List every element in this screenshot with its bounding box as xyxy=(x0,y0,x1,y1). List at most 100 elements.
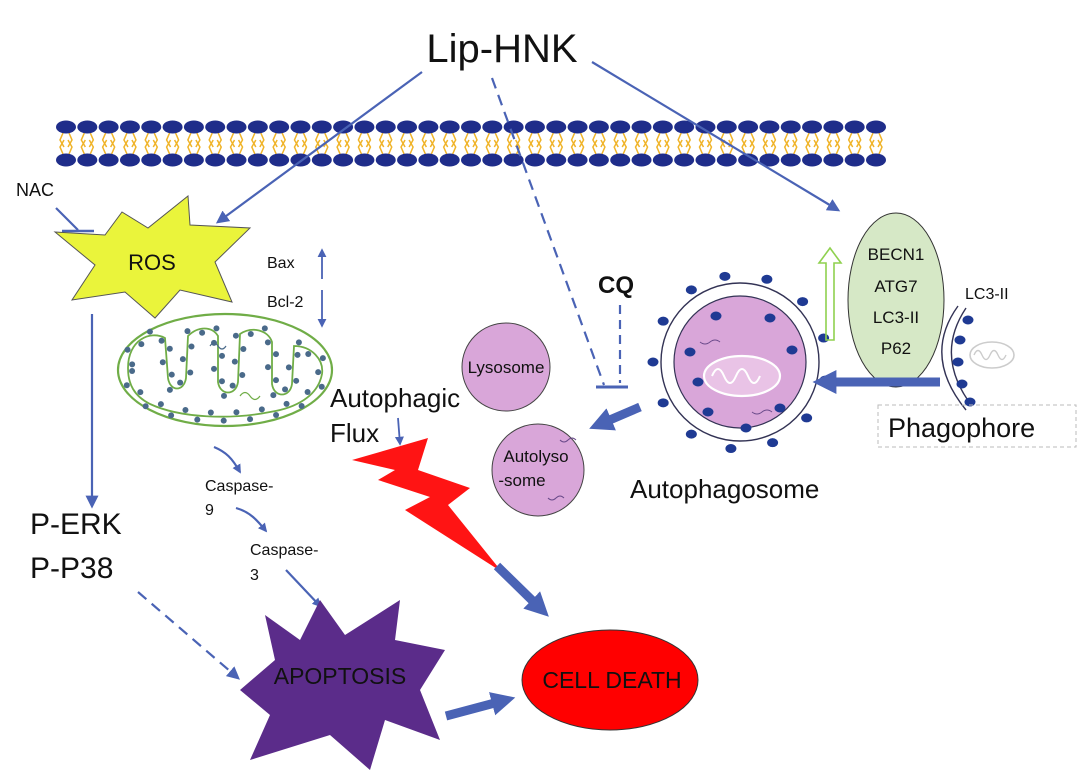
autophagic-flux-down-arrow xyxy=(394,417,404,446)
mitochondrion-dna-squiggle xyxy=(239,391,261,401)
mitochondrion-dot xyxy=(270,392,277,399)
membrane-lipid-tail xyxy=(613,132,628,148)
caspase3-label-line1: Caspase- xyxy=(250,542,318,559)
membrane-lipid-head xyxy=(269,120,290,134)
autophagic-flux-label-line1: Autophagic xyxy=(330,383,460,413)
autophagosome-squiggle xyxy=(699,339,721,345)
membrane-lipid-head xyxy=(567,153,588,167)
membrane-lipid-head xyxy=(77,153,98,167)
arrow-liphnk-to-ros xyxy=(215,71,423,224)
autophagosome-label: Autophagosome xyxy=(630,474,819,504)
lc3-dot xyxy=(692,377,704,387)
membrane-lipid-tail xyxy=(272,132,286,148)
membrane-lipid-head xyxy=(77,120,98,134)
nac-inhibition-line xyxy=(55,207,79,231)
lc3-dot xyxy=(702,407,714,417)
membrane-lipid-tail xyxy=(400,132,414,148)
mitochondrion-dot xyxy=(318,383,325,390)
membrane-lipid-tail xyxy=(187,132,201,148)
membrane-lipid-head xyxy=(567,120,588,134)
mitochondrion-dot xyxy=(158,337,165,344)
caspase3-label-line2: 3 xyxy=(250,567,259,584)
membrane-lipid-head xyxy=(716,153,737,167)
lc3-dot xyxy=(684,347,696,357)
mitochondrion-dot xyxy=(142,403,149,410)
perk-label: P-ERK xyxy=(30,508,122,541)
dashed-inhibition-liphnk-flux xyxy=(490,77,606,386)
mitochondrion-dot xyxy=(199,329,206,336)
autolysosome-label-line1: Autolyso xyxy=(503,447,568,466)
membrane-lipid-tail xyxy=(826,132,841,148)
membrane-lipid-tail xyxy=(634,132,649,148)
membrane-lipid-tail xyxy=(336,139,350,155)
membrane-lipid-head xyxy=(866,153,886,167)
membrane-lipid-tail xyxy=(80,132,95,148)
mitochondrion-dot xyxy=(261,325,268,332)
membrane-lipid-tail xyxy=(229,139,244,155)
membrane-lipid-head xyxy=(482,153,503,167)
membrane-lipid-head xyxy=(716,120,737,134)
membrane-lipid-tail xyxy=(656,132,670,148)
membrane-lipid-tail xyxy=(847,132,862,148)
membrane-lipid-tail xyxy=(485,132,500,148)
autolysosome-label-line2: -some xyxy=(498,471,545,490)
mitochondrion-dot xyxy=(188,343,195,350)
membrane-lipid-tail xyxy=(592,132,606,148)
lc3-dot xyxy=(719,271,731,281)
mitochondrion-dot xyxy=(283,400,290,407)
membrane-lipid-head xyxy=(631,120,652,134)
membrane-lipid-head xyxy=(482,120,503,134)
membrane-lipid-tail xyxy=(570,139,585,155)
membrane-lipid-tail xyxy=(805,139,819,155)
mitochondrion-dot xyxy=(293,377,300,384)
autophagosome xyxy=(647,271,831,454)
membrane-lipid-tail xyxy=(144,139,159,155)
membrane-lipid-head xyxy=(780,153,801,167)
cell-membrane-bilayer xyxy=(56,120,886,167)
membrane-lipid-head xyxy=(461,120,481,134)
membrane-lipid-head xyxy=(652,153,673,167)
mitochondrion-dot xyxy=(166,386,173,393)
lc3-dot xyxy=(657,316,669,326)
arrow-apoptosis-to-cell-death xyxy=(444,692,516,721)
membrane-lipid-head xyxy=(866,120,886,134)
membrane-lipid-tail xyxy=(378,132,393,148)
mitochondrion-dot xyxy=(168,412,175,419)
membrane-lipid-head xyxy=(311,153,332,167)
marker-becn1: BECN1 xyxy=(868,245,925,264)
membrane-lipid-tail xyxy=(442,132,457,148)
membrane-lipid-tail xyxy=(421,132,436,148)
membrane-lipid-tail xyxy=(762,139,777,155)
membrane-lipid-tail xyxy=(208,132,223,148)
mitochondrion-dot xyxy=(273,351,279,358)
engulfed-mitochondrion xyxy=(702,354,782,398)
lightning-bolt xyxy=(352,438,502,572)
membrane-lipid-tail xyxy=(506,132,521,148)
membrane-lipid-head xyxy=(823,153,844,167)
membrane-lipid-head xyxy=(780,120,801,134)
phagophore-inner-arc xyxy=(950,307,973,407)
mitochondrion-dot xyxy=(273,377,279,384)
membrane-lipid-tail xyxy=(783,132,798,148)
membrane-lipid-head xyxy=(119,120,140,134)
membrane-lipid-tail xyxy=(762,132,777,148)
membrane-lipid-tail xyxy=(336,132,350,148)
membrane-lipid-head xyxy=(844,120,865,134)
mitochondrion-dot xyxy=(258,406,265,413)
phagophore-outer-arc xyxy=(941,305,967,411)
membrane-lipid-tail xyxy=(251,132,265,148)
membrane-lipid-tail xyxy=(272,139,286,155)
membrane-lipid-head xyxy=(802,153,823,167)
membrane-lipid-head xyxy=(119,153,140,167)
phagophore-label-box xyxy=(877,404,1077,448)
membrane-lipid-tail xyxy=(698,132,713,148)
membrane-lipid-tail xyxy=(592,139,606,155)
membrane-lipid-tail xyxy=(677,132,691,148)
lc3-dot xyxy=(685,285,697,295)
mitochondrion-dot xyxy=(240,346,247,353)
mitochondrion-dot xyxy=(220,417,227,424)
membrane-lipid-tail xyxy=(59,132,73,148)
lc3-ii-label: LC3-II xyxy=(965,286,1009,303)
membrane-lipid-head xyxy=(183,120,204,134)
